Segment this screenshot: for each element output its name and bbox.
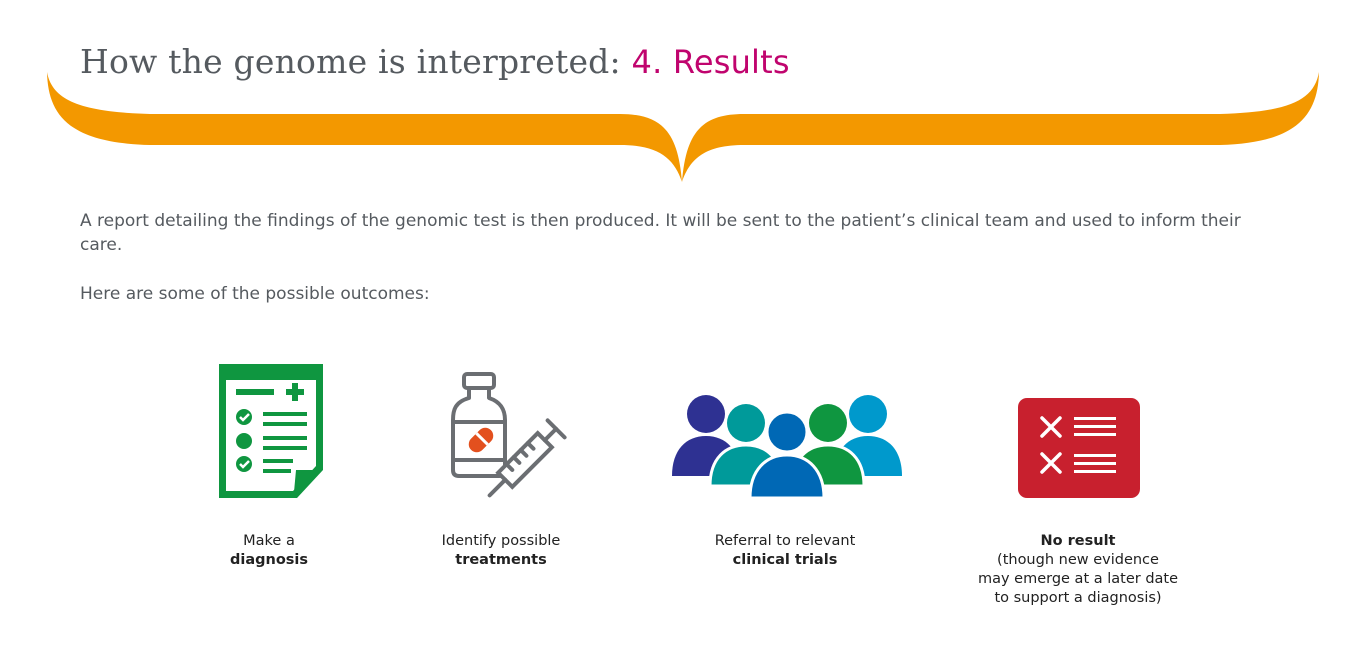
clipboard-checklist-icon: [219, 364, 323, 498]
people-group-icon: [672, 395, 902, 500]
outcome-line: (though new evidence: [997, 552, 1159, 568]
title-highlight: 4. Results: [631, 43, 790, 81]
outcomes-heading: Here are some of the possible outcomes:: [80, 284, 430, 304]
outcome-bold: diagnosis: [229, 552, 309, 568]
title-prefix: How the genome is interpreted:: [80, 42, 632, 81]
outcome-line: Identify possible: [441, 533, 561, 549]
outcome-clinical-trials-caption: Referral to relevant clinical trials: [685, 532, 885, 570]
outcome-bold: No result: [1040, 533, 1116, 549]
outcome-treatments-caption: Identify possible treatments: [411, 532, 591, 570]
outcome-bold: treatments: [455, 552, 547, 568]
outcome-no-result-caption: No result (though new evidence may emerg…: [958, 532, 1198, 608]
outcome-line: Make a: [243, 533, 295, 549]
intro-paragraph: A report detailing the findings of the g…: [80, 211, 1241, 255]
no-result-list-icon: [1018, 398, 1140, 498]
outcome-diagnosis-caption: Make a diagnosis: [189, 532, 349, 570]
outcome-line: to support a diagnosis): [994, 590, 1162, 606]
outcome-line: Referral to relevant: [714, 533, 856, 549]
outcome-line: may emerge at a later date: [977, 571, 1179, 587]
curly-brace-decoration: [47, 72, 1319, 182]
medicine-syringe-icon: [451, 372, 567, 498]
page-title: How the genome is interpreted: 4. Result…: [80, 42, 790, 81]
outcome-bold: clinical trials: [732, 552, 838, 568]
